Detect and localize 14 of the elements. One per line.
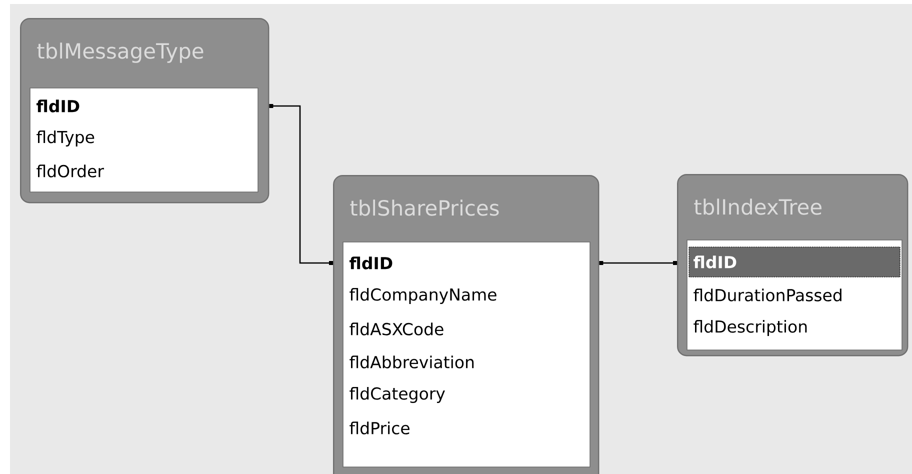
field-name: fldCompanyName xyxy=(350,288,496,304)
field-name: fldID xyxy=(694,256,736,268)
relationship-line xyxy=(599,261,677,265)
field-name: fldDurationPassed xyxy=(694,288,842,302)
field-name: fldDescription xyxy=(694,320,807,336)
field-name: fldOrder xyxy=(36,164,104,178)
field-name: fldPrice xyxy=(350,422,410,434)
field-name: fldASXCode xyxy=(350,322,444,336)
field-name: fldCategory xyxy=(350,387,445,403)
field-name: fldID xyxy=(36,100,80,112)
relationship-line xyxy=(269,104,333,265)
field-name: fldType xyxy=(36,130,94,146)
field-name: fldAbbreviation xyxy=(350,356,474,368)
field-name: fldID xyxy=(350,256,392,270)
